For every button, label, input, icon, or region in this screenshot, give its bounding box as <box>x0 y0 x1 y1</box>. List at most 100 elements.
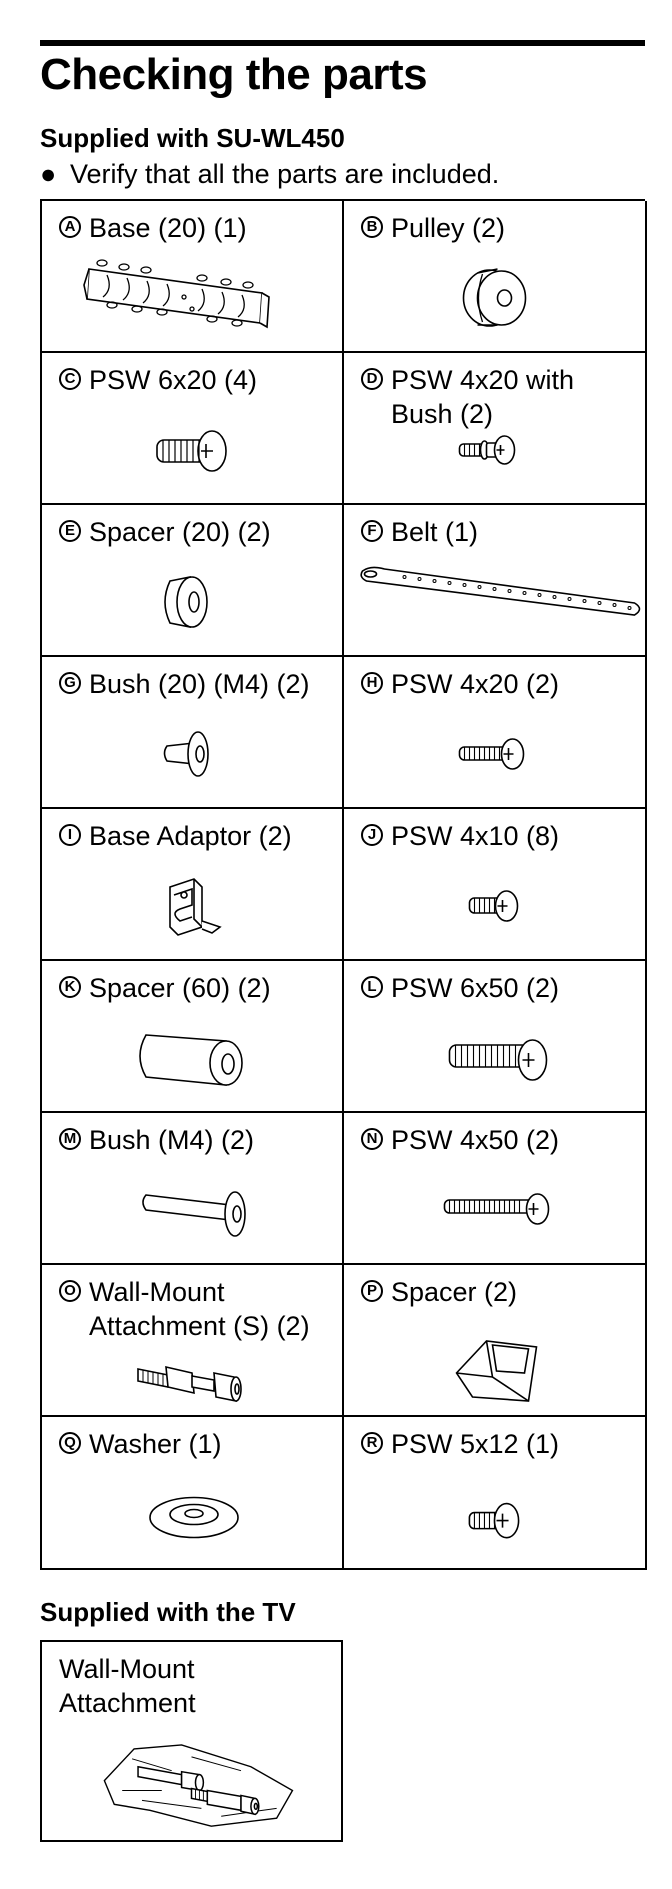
part-name: Belt (1) <box>391 517 479 547</box>
part-label: J PSW 4x10 (8) <box>361 819 559 853</box>
screw-icon <box>344 961 645 1111</box>
part-letter: P <box>361 1280 383 1302</box>
top-rule <box>40 40 645 46</box>
part-label: R PSW 5x12 (1) <box>361 1427 559 1461</box>
part-label: D PSW 4x20 with Bush (2) <box>361 363 574 431</box>
part-cell-r: R PSW 5x12 (1) <box>344 1417 647 1570</box>
square-spacer-icon <box>344 1265 645 1415</box>
part-label: C PSW 6x20 (4) <box>59 363 257 397</box>
part-cell-c: C PSW 6x20 (4) <box>42 353 344 505</box>
part-name: PSW 6x50 (2) <box>391 973 560 1003</box>
part-name: PSW 4x10 (8) <box>391 821 560 851</box>
part-cell-g: G Bush (20) (M4) (2) <box>42 657 344 809</box>
part-label: B Pulley (2) <box>361 211 505 245</box>
part-cell-l: L PSW 6x50 (2) <box>344 961 647 1113</box>
part-letter: J <box>361 824 383 846</box>
part-letter: D <box>361 368 383 390</box>
part-name: Spacer (60) (2) <box>89 973 271 1003</box>
part-cell-p: P Spacer (2) <box>344 1265 647 1417</box>
part-label: A Base (20) (1) <box>59 211 247 245</box>
part-letter: O <box>59 1280 81 1302</box>
tv-supplied-heading: Supplied with the TV <box>40 1597 296 1627</box>
screw-icon <box>344 1417 645 1568</box>
part-letter: B <box>361 216 383 238</box>
part-cell-b: B Pulley (2) <box>344 201 647 353</box>
part-name: PSW 4x20 (2) <box>391 669 560 699</box>
part-letter: R <box>361 1432 383 1454</box>
part-letter: A <box>59 216 81 238</box>
bullet-icon: ● <box>40 159 57 189</box>
part-label: F Belt (1) <box>361 515 478 549</box>
part-label: E Spacer (20) (2) <box>59 515 271 549</box>
part-name: PSW 4x50 (2) <box>391 1125 560 1155</box>
part-cell-q: Q Washer (1) <box>42 1417 344 1570</box>
part-letter: C <box>59 368 81 390</box>
part-label: O Wall-Mount Attachment (S) (2) <box>59 1275 310 1343</box>
part-cell-k: K Spacer (60) (2) <box>42 961 344 1113</box>
screw-icon <box>344 809 645 959</box>
wall-mount-attachment-icon <box>42 1265 342 1415</box>
part-name: PSW 5x12 (1) <box>391 1429 560 1459</box>
part-label: Q Washer (1) <box>59 1427 222 1461</box>
part-name: Pulley (2) <box>391 213 506 243</box>
base-bracket-icon <box>42 201 342 351</box>
part-letter: F <box>361 520 383 542</box>
belt-icon <box>344 505 645 655</box>
wall-mount-attachment-bag-icon <box>42 1642 341 1840</box>
part-name: Base (20) (1) <box>89 213 247 243</box>
part-label: L PSW 6x50 (2) <box>361 971 559 1005</box>
tv-part-name: Wall-Mount Attachment <box>59 1654 196 1718</box>
pulley-icon <box>344 201 645 351</box>
part-letter: K <box>59 976 81 998</box>
spacer-icon <box>42 505 342 655</box>
part-cell-a: A Base (20) (1) <box>42 201 344 353</box>
part-label: G Bush (20) (M4) (2) <box>59 667 310 701</box>
part-label: N PSW 4x50 (2) <box>361 1123 559 1157</box>
part-letter: M <box>59 1128 81 1150</box>
part-cell-i: I Base Adaptor (2) <box>42 809 344 961</box>
part-name: Spacer (2) <box>391 1277 518 1307</box>
part-name: Bush (M4) (2) <box>89 1125 255 1155</box>
part-cell-n: N PSW 4x50 (2) <box>344 1113 647 1265</box>
part-name: Washer (1) <box>89 1429 222 1459</box>
long-bush-icon <box>42 1113 342 1263</box>
part-cell-h: H PSW 4x20 (2) <box>344 657 647 809</box>
base-adaptor-icon <box>42 809 342 959</box>
part-letter: G <box>59 672 81 694</box>
part-cell-d: D PSW 4x20 with Bush (2) <box>344 353 647 505</box>
screw-icon <box>42 353 342 503</box>
part-name: PSW 6x20 (4) <box>89 365 258 395</box>
part-label: P Spacer (2) <box>361 1275 517 1309</box>
part-name: PSW 4x20 with Bush (2) <box>391 365 575 429</box>
part-cell-f: F Belt (1) <box>344 505 647 657</box>
part-cell-o: O Wall-Mount Attachment (S) (2) <box>42 1265 344 1417</box>
part-label: K Spacer (60) (2) <box>59 971 271 1005</box>
part-cell-j: J PSW 4x10 (8) <box>344 809 647 961</box>
part-letter: H <box>361 672 383 694</box>
part-letter: E <box>59 520 81 542</box>
part-letter: I <box>59 824 81 846</box>
part-letter: N <box>361 1128 383 1150</box>
part-label: I Base Adaptor (2) <box>59 819 292 853</box>
screw-icon <box>344 1113 645 1263</box>
part-cell-m: M Bush (M4) (2) <box>42 1113 344 1265</box>
part-cell-e: E Spacer (20) (2) <box>42 505 344 657</box>
tv-part-cell: Wall-Mount Attachment <box>40 1640 343 1842</box>
part-name: Wall-Mount Attachment (S) (2) <box>89 1277 310 1341</box>
part-label: M Bush (M4) (2) <box>59 1123 254 1157</box>
screw-with-bush-icon <box>344 353 645 503</box>
screw-icon <box>344 657 645 807</box>
page-title: Checking the parts <box>40 50 428 99</box>
verify-text: Verify that all the parts are included. <box>70 159 500 189</box>
part-letter: Q <box>59 1432 81 1454</box>
verify-note: ● Verify that all the parts are included. <box>40 158 499 190</box>
part-name: Bush (20) (M4) (2) <box>89 669 310 699</box>
part-letter: L <box>361 976 383 998</box>
bush-icon <box>42 657 342 807</box>
long-spacer-icon <box>42 961 342 1111</box>
part-name: Spacer (20) (2) <box>89 517 271 547</box>
washer-icon <box>42 1417 342 1568</box>
part-name: Base Adaptor (2) <box>89 821 292 851</box>
